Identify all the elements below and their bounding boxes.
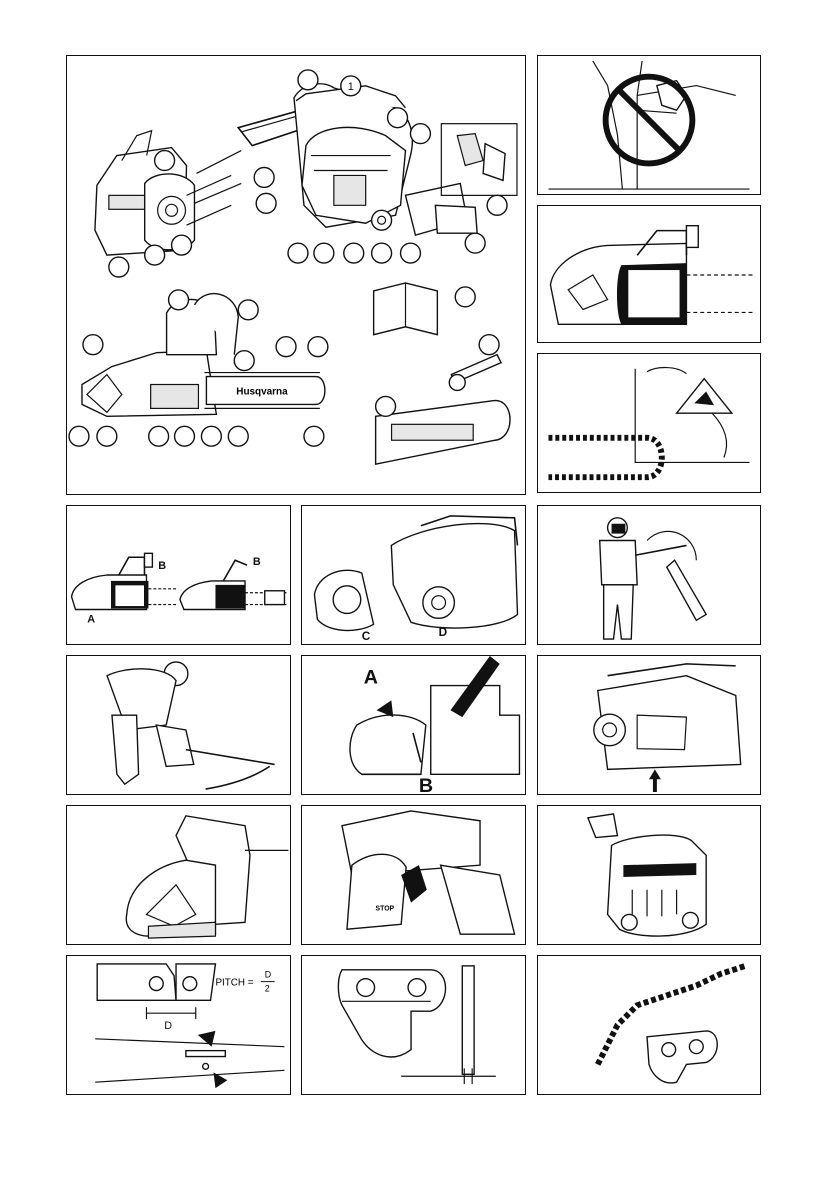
pitch-word: PITCH = [215, 978, 253, 989]
arrow-a [377, 700, 394, 717]
pitch-numerator: D [265, 970, 271, 980]
guide-bar [95, 1031, 284, 1088]
stop-switch-panel: STOP [301, 805, 526, 945]
arrow-top [198, 1031, 216, 1047]
stop-label: STOP [376, 905, 395, 912]
no-climbing-warning-panel [537, 55, 761, 195]
muffler-panel [537, 805, 761, 945]
drive-link-gauge-panel [301, 955, 526, 1095]
up-arrow-icon [649, 769, 661, 792]
saw-chain-illustration [548, 438, 661, 477]
pitch-denominator: 2 [265, 983, 270, 993]
manual-book-icon [374, 283, 476, 335]
kickback-arrow [647, 368, 686, 374]
d-label: D [164, 1020, 172, 1032]
overview-panel: 1 Husqvarna [66, 55, 526, 495]
kickback-zone-panel [537, 353, 761, 493]
rear-handle-guard-panel [66, 805, 291, 945]
saw-chain-tooth-panel [537, 955, 761, 1095]
saw-brake-on: B [180, 556, 286, 609]
clutch-cover-removal-panel: C D [301, 505, 526, 645]
chain-catcher-panel [537, 655, 761, 795]
chain-brake-positions-panel: B A B [66, 505, 291, 645]
combination-wrench-icon [449, 335, 501, 391]
bar-cover-icon [376, 396, 510, 464]
label-b-left: B [158, 560, 166, 572]
operator-cutting-panel [66, 655, 291, 795]
saw-brake-off: B A [72, 553, 176, 625]
chain-links: D [97, 964, 215, 1032]
brand-logo: Husqvarna [236, 386, 288, 397]
chain-brake-panel [537, 205, 761, 343]
label-d: D [439, 625, 448, 639]
overview-illustration: 1 Husqvarna [67, 56, 525, 494]
spark-arrestor-icon [588, 814, 618, 838]
callout-one: 1 [348, 81, 354, 93]
chainsaw-top-illustration [238, 84, 517, 235]
chain-pitch-panel: D PITCH = D 2 [66, 955, 291, 1095]
label-c: C [362, 629, 371, 643]
swing-arrow [206, 766, 270, 789]
kickback-operator-panel [537, 505, 761, 645]
throttle-lockout-panel: A B [301, 655, 526, 795]
clutch-cover-illustration [95, 131, 241, 255]
label-a: A [87, 613, 95, 625]
label-b-right: B [253, 556, 261, 568]
label-a-big: A [364, 667, 378, 689]
label-b-big: B [419, 775, 433, 794]
kickback-arrow-2 [712, 413, 726, 457]
